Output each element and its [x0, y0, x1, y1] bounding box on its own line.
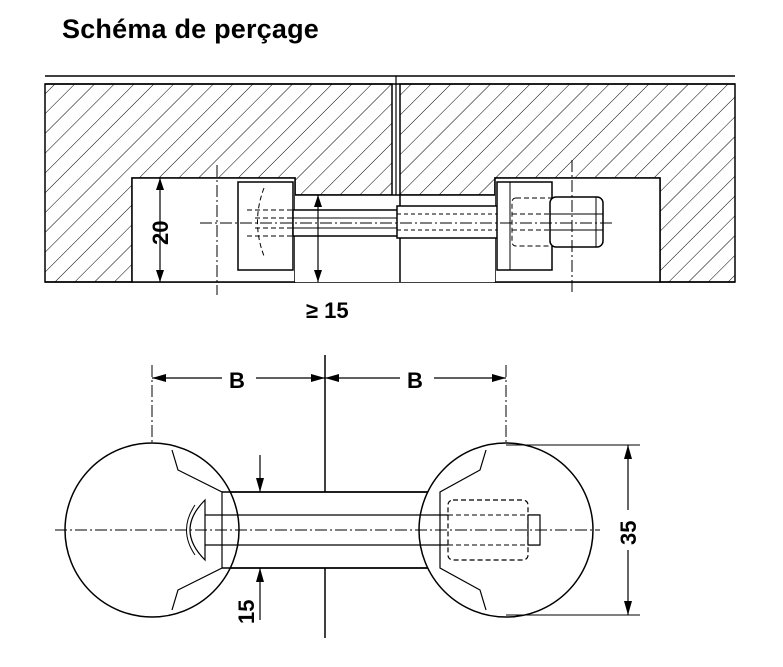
left-housing [237, 181, 294, 271]
section-view: 20 ≥ 15 [44, 75, 736, 323]
dimension-min15-label: ≥ 15 [306, 298, 349, 323]
dimension-b-right-label: B [407, 368, 423, 393]
dimension-20-label: 20 [148, 221, 173, 245]
plan-view: B B 35 [55, 355, 644, 638]
dimension-b-left-label: B [229, 368, 245, 393]
dimension-35-label: 35 [616, 521, 641, 545]
nut [549, 196, 604, 248]
dimension-15-label: 15 [234, 600, 259, 624]
page-title: Schéma de perçage [62, 14, 320, 44]
